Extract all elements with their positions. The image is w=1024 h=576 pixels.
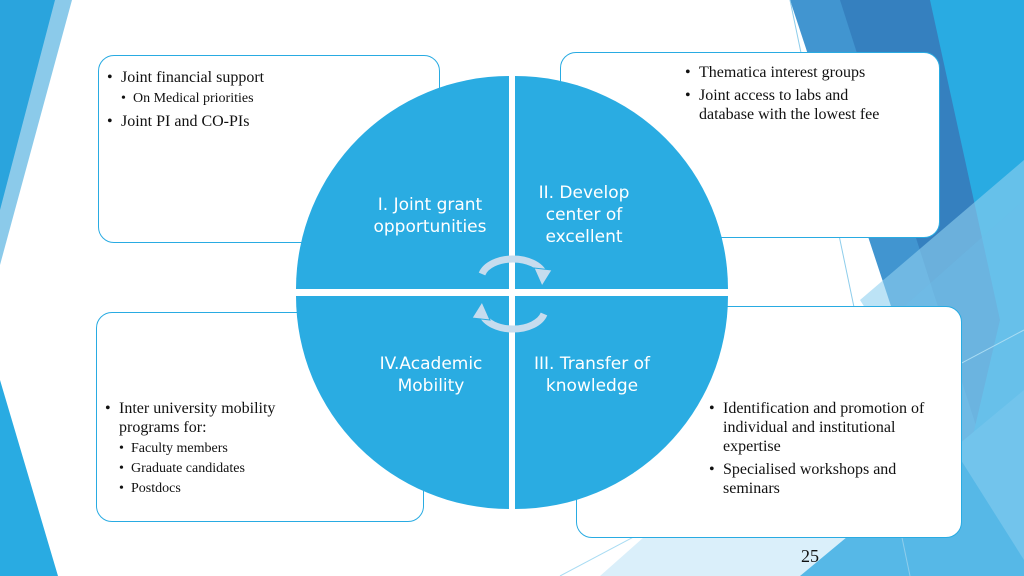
- list-item: Joint financial support: [99, 68, 439, 87]
- list-item: Postdocs: [97, 479, 329, 499]
- quadrant-top-left: [296, 76, 509, 289]
- quadrant-label-transfer-of-knowledge: III. Transfer of knowledge: [534, 354, 650, 396]
- list-item: Graduate candidates: [97, 459, 329, 479]
- list-item: Thematica interest groups: [677, 63, 887, 82]
- list-item: On Medical priorities: [99, 89, 439, 109]
- list-item: Joint PI and CO-PIs: [99, 112, 439, 131]
- list-item: Joint access to labs and database with t…: [677, 86, 887, 124]
- cycle-arrow-bottom-icon: [478, 312, 548, 333]
- list-item: Faculty members: [97, 439, 329, 459]
- page-number: 25: [801, 546, 819, 566]
- quadrant-bottom-right: [515, 296, 728, 509]
- quadrant-label-center-of-excellence: II. Develop center of excellent: [538, 183, 630, 247]
- quadrant-top-right: [515, 76, 728, 289]
- quadrant-bottom-left: [296, 296, 509, 509]
- quadrant-label-academic-mobility: IV.Academic Mobility: [379, 354, 483, 396]
- list-item: Inter university mobility programs for:: [97, 399, 329, 437]
- quadrant-label-joint-grant: I. Joint grant opportunities: [373, 195, 487, 237]
- cycle-arrow-top-icon: [478, 255, 548, 276]
- list-item: Identification and promotion of individu…: [701, 399, 941, 456]
- list-item: Specialised workshops and seminars: [701, 460, 941, 498]
